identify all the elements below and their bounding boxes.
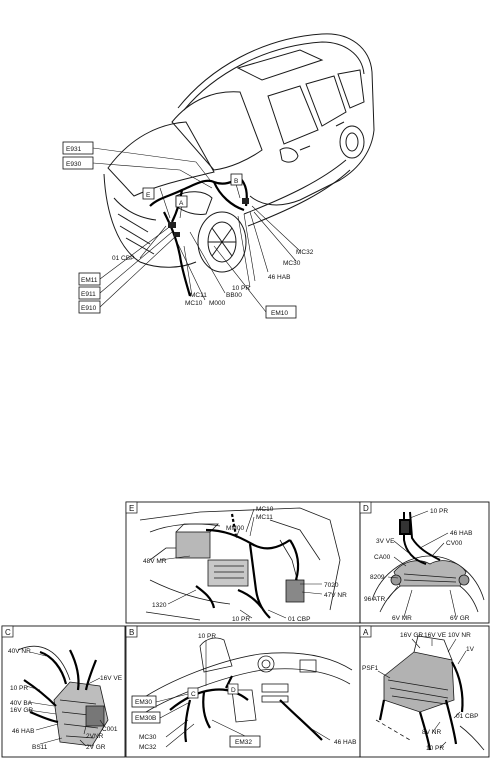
panel-c-label-16v-gr: 16V GR	[10, 707, 33, 714]
main-connector-boxes	[62, 141, 297, 319]
panel-c-label-40v-nr: 40V NR	[8, 648, 31, 655]
panel-d-label-6v-mr: 6V MR	[392, 615, 412, 622]
panel-e-leaders	[159, 508, 323, 619]
panel-letter-b: B	[129, 628, 134, 637]
panel-c-label-c001: C001	[102, 726, 118, 733]
panel-a-label-10-pr: 10 PR	[426, 745, 444, 752]
label-46-hab: 46 HAB	[268, 274, 290, 281]
panel-e-label-48v-mr: 48V MR	[143, 558, 167, 565]
panel-c-leaders	[25, 651, 105, 747]
panel-e-label-1320: 1320	[152, 602, 167, 609]
connector-box-em30b: EM30B	[135, 715, 156, 722]
panel-d-label-8209: 8209	[370, 574, 385, 581]
panel-e-label-mm00: MM00	[226, 525, 244, 532]
panel-d-label-6v-gr: 6V GR	[450, 615, 470, 622]
panel-d-label-46-hab: 46 HAB	[450, 530, 472, 537]
panel-a-label-1v: 1V	[466, 646, 475, 653]
label-01-cbp: 01 CBP	[112, 255, 134, 262]
panel-e-drawing	[139, 507, 341, 621]
panel-b-label-mc32: MC32	[139, 744, 157, 751]
panel-d-drawing	[371, 555, 485, 613]
panel-c-label-10-pr: 10 PR	[10, 685, 28, 692]
panel-c-label-bs11: BS11	[32, 744, 48, 751]
panel-b-harness	[169, 675, 323, 743]
connector-box-em11: EM11	[81, 277, 98, 284]
panel-c-harness	[23, 649, 98, 724]
panel-e-label-47v-nr: 47V NR	[324, 592, 347, 599]
label-m000: M000	[209, 300, 226, 307]
panel-c-drawing	[17, 645, 109, 747]
label-mc11: MC11	[190, 292, 207, 299]
connector-box-em10: EM10	[271, 310, 288, 317]
connector-box-e911: E911	[81, 291, 96, 298]
locator-e: E	[146, 192, 151, 199]
panel-a-label-psf1: PSF1	[362, 665, 379, 672]
panel-d-leaders	[387, 510, 457, 618]
panel-b-connector-c: C	[191, 691, 196, 698]
panel-d-label-10-pr: 10 PR	[430, 508, 448, 515]
connector-box-e930: E930	[66, 161, 82, 168]
panel-b-connectors	[187, 683, 239, 699]
panel-b-connector-d: D	[231, 687, 236, 694]
panel-b-label-46-hab: 46 HAB	[334, 739, 356, 746]
panel-grid	[1, 501, 490, 758]
label-mc30: MC30	[283, 260, 301, 267]
panel-b-label-10-pr: 10 PR	[198, 633, 216, 640]
locator-a: A	[179, 200, 184, 207]
label-mc10: MC10	[185, 300, 203, 307]
panel-letter-boxes	[1, 501, 372, 638]
main-harness-connectors	[168, 198, 249, 237]
panel-a-leaders	[377, 638, 467, 749]
panel-d-label-3v-ve: 3V VE	[376, 538, 395, 545]
panel-e-label-01-cbp: 01 CBP	[288, 616, 310, 623]
panel-letter-a: A	[363, 628, 369, 637]
panel-e-label-7020: 7020	[324, 582, 339, 589]
connector-box-em30: EM30	[135, 699, 152, 706]
panel-e-label-mc10: MC10	[256, 506, 274, 513]
panel-c-label-2v-gr: 2V GR	[86, 744, 106, 751]
panel-b-label-mc30: MC30	[139, 734, 157, 741]
connector-box-e910: E910	[81, 305, 97, 312]
connector-box-e931: E931	[66, 146, 82, 153]
panel-c-label-2vnr: 2VNR	[86, 733, 104, 740]
panel-a-label-10v-nr: 10V NR	[448, 632, 471, 639]
panel-e-label-mc11: MC11	[256, 514, 273, 521]
label-10-pr: 10 PR	[232, 285, 250, 292]
main-leader-lines	[92, 147, 301, 313]
panel-a-label-8v-nr: 8V NR	[422, 729, 441, 736]
connector-box-em32: EM32	[235, 739, 252, 746]
panel-e-harness	[195, 513, 300, 619]
main-labels: 01 CBP MC11 MC10 M000 BB00 10 PR 46 HAB …	[112, 249, 314, 307]
panel-a-harness	[378, 661, 464, 751]
car-illustration	[103, 33, 375, 273]
panel-c-label-40v-ba: 40V BA	[10, 700, 33, 707]
panel-letter-d: D	[363, 504, 369, 513]
panel-a-label-01-cbp: 01 CBP	[456, 713, 478, 720]
panel-d-label-96-atr: 96 ATR	[364, 596, 386, 603]
panel-d-label-ca00: CA00	[374, 554, 391, 561]
label-mc32: MC32	[296, 249, 314, 256]
label-bb00: BB00	[226, 292, 242, 299]
panel-letter-c: C	[5, 628, 11, 637]
panel-d-harness	[399, 511, 441, 565]
panel-e-label-10-pr: 10 PR	[232, 616, 250, 623]
panel-a-label-16v-gr: 16V GR	[400, 632, 423, 639]
locator-b: B	[234, 178, 238, 185]
panel-letter-e: E	[129, 504, 134, 513]
panel-c-label-46-hab: 46 HAB	[12, 728, 34, 735]
panel-d-label-cv00: CV00	[446, 540, 463, 547]
panel-b-leaders	[155, 640, 331, 748]
panel-c-label-16v-ve: 16V VE	[100, 675, 123, 682]
panel-a-label-16v-ve: 16V VE	[424, 632, 447, 639]
